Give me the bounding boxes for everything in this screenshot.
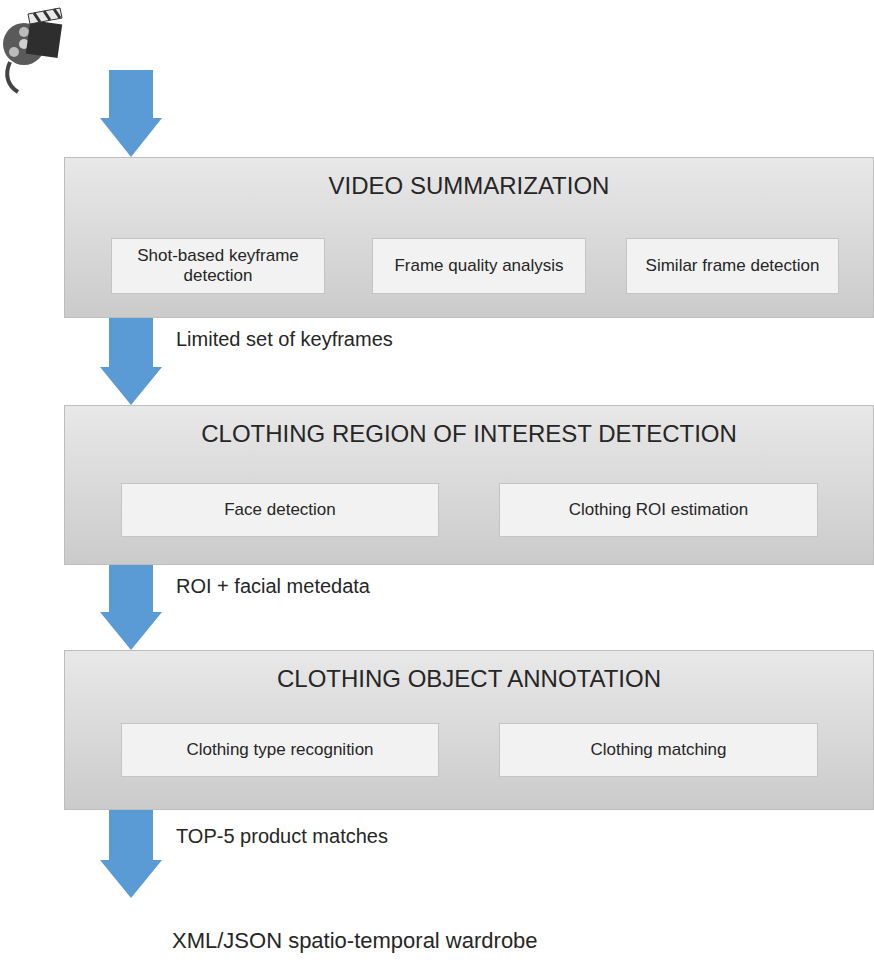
step-label: Clothing type recognition (186, 740, 373, 760)
step-label: Similar frame detection (646, 256, 820, 276)
clapper-stripes (34, 9, 60, 22)
output-arrow (100, 810, 162, 898)
process-box: Shot-based keyframe detection (111, 238, 325, 294)
reel-hole (19, 27, 29, 37)
process-box: Similar frame detection (626, 238, 839, 294)
process-box: Clothing type recognition (121, 723, 439, 777)
flow-label: TOP-5 product matches (176, 825, 388, 848)
film-icon (3, 8, 62, 92)
clapper-top (28, 8, 62, 24)
step-label: Shot-based keyframe detection (120, 246, 316, 287)
stage-band: CLOTHING OBJECT ANNOTATION Clothing type … (64, 650, 874, 810)
flow-arrow (100, 318, 162, 405)
process-box: Frame quality analysis (372, 238, 586, 294)
flow-label: ROI + facial metedata (176, 575, 370, 598)
stage-band: VIDEO SUMMARIZATION Shot-based keyframe d… (64, 157, 874, 318)
output-label: XML/JSON spatio-temporal wardrobe (172, 928, 538, 954)
step-label: Face detection (224, 500, 336, 520)
input-arrow (100, 70, 162, 157)
process-box: Clothing matching (499, 723, 818, 777)
step-label: Clothing matching (590, 740, 726, 760)
flow-arrow (100, 565, 162, 650)
process-box: Face detection (121, 483, 439, 537)
reel-hole (9, 47, 19, 57)
film-strip (7, 62, 18, 92)
stage-band: CLOTHING REGION OF INTEREST DETECTION Fac… (64, 405, 874, 565)
flow-label: Limited set of keyframes (176, 328, 393, 351)
stage-title: CLOTHING OBJECT ANNOTATION (65, 665, 873, 693)
stage-title: CLOTHING REGION OF INTEREST DETECTION (65, 420, 873, 448)
clapperboard (26, 20, 62, 58)
process-box: Clothing ROI estimation (499, 483, 818, 537)
stage-title: VIDEO SUMMARIZATION (65, 172, 873, 200)
step-label: Frame quality analysis (394, 256, 563, 276)
step-label: Clothing ROI estimation (569, 500, 749, 520)
